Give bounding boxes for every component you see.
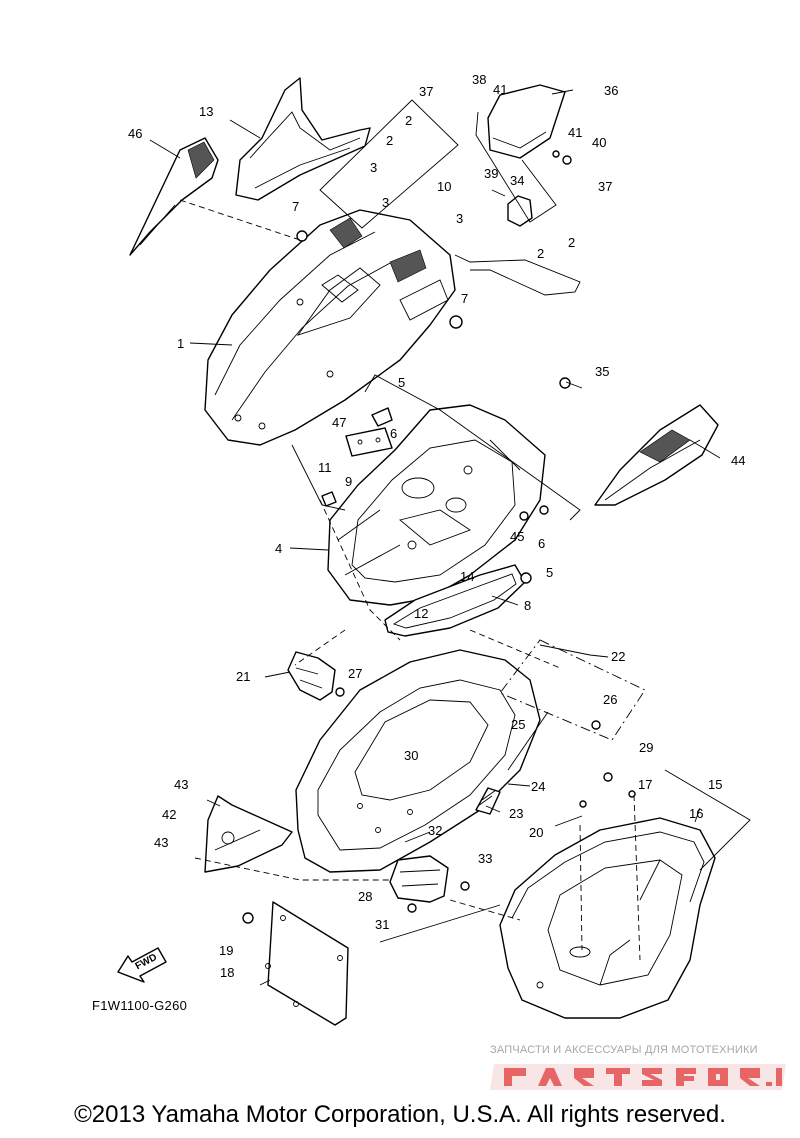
callout-21: 21 [236,669,250,684]
callout-46: 46 [128,126,142,141]
figure-code: F1W1100-G260 [92,998,188,1013]
callout-35: 35 [595,364,609,379]
callout-47: 47 [332,415,346,430]
callout-26: 26 [603,692,617,707]
callout-3: 3 [456,211,463,226]
part-4-inner-frame [327,404,546,606]
callout-37: 37 [598,179,612,194]
part-30-lower-body [295,649,541,873]
callout-labels: 38 41 37 36 13 46 41 40 2 2 3 39 34 10 3… [128,72,745,980]
part-28-bracket [389,855,449,903]
part-13-upper-cover [235,77,371,201]
part-11-plate [345,427,393,457]
callout-2: 2 [405,113,412,128]
callout-34: 34 [510,173,524,188]
callout-17: 17 [638,777,652,792]
callout-11: 11 [318,460,332,475]
callout-29: 29 [639,740,653,755]
callout-39: 39 [484,166,498,181]
callout-10: 10 [437,179,451,194]
callout-16: 16 [689,806,703,821]
callout-15: 15 [708,777,722,792]
part-36-lid [487,84,566,159]
callout-44: 44 [731,453,745,468]
callout-5: 5 [546,565,553,580]
callout-45: 45 [510,529,524,544]
callout-12: 12 [414,606,428,621]
callout-7: 7 [461,291,468,306]
callout-13: 13 [199,104,213,119]
callout-32: 32 [428,823,442,838]
part-21-bracket [287,651,336,701]
callout-24: 24 [531,779,545,794]
callout-4: 4 [275,541,282,556]
copyright-notice: ©2013 Yamaha Motor Corporation, U.S.A. A… [74,1101,726,1128]
callout-23: 23 [509,806,523,821]
callout-41: 41 [493,82,507,97]
callout-30: 30 [404,748,418,763]
watermark-logo [490,1064,786,1090]
callout-38: 38 [472,72,486,87]
part-23-boot [475,787,501,815]
callout-2: 2 [386,133,393,148]
callout-31: 31 [375,917,389,932]
callout-20: 20 [529,825,543,840]
watermark-caption: ЗАПЧАСТИ И АКСЕССУАРЫ ДЛЯ МОТОТЕХНИКИ [490,1044,758,1056]
part-25-damper-rod [507,711,549,771]
group-outlines [179,99,751,961]
callout-8: 8 [524,598,531,613]
callout-37: 37 [419,84,433,99]
part-9-clip [321,491,337,507]
callout-25: 25 [511,717,525,732]
callout-9: 9 [345,474,352,489]
leader-lines [149,89,721,986]
callout-22: 22 [611,649,625,664]
part-42-cover [204,795,293,873]
part-1-hood [204,209,456,446]
callout-43: 43 [154,835,168,850]
part-46-trim [129,137,219,256]
callout-28: 28 [358,889,372,904]
callout-3: 3 [370,160,377,175]
callout-6: 6 [390,426,397,441]
callout-27: 27 [348,666,362,681]
callout-19: 19 [219,943,233,958]
part-34-latch [491,189,533,227]
callout-2: 2 [568,235,575,250]
part-8-seal [384,564,526,637]
callout-33: 33 [478,851,492,866]
callout-36: 36 [604,83,618,98]
part-18-panel [265,901,349,1026]
callout-2: 2 [537,246,544,261]
callout-18: 18 [220,965,234,980]
part-16-storage-bin [499,817,716,1019]
callout-6: 6 [538,536,545,551]
callout-40: 40 [592,135,606,150]
callout-43: 43 [174,777,188,792]
part-44-side-trim [594,404,719,506]
callout-42: 42 [162,807,176,822]
part-47-bolt [371,407,393,427]
callout-14: 14 [460,569,474,584]
callout-41: 41 [568,125,582,140]
fwd-arrow-icon: FWD [117,947,167,983]
callout-3: 3 [382,195,389,210]
callout-7: 7 [292,199,299,214]
fasteners [242,150,636,924]
callout-5: 5 [398,375,405,390]
callout-1: 1 [177,336,184,351]
